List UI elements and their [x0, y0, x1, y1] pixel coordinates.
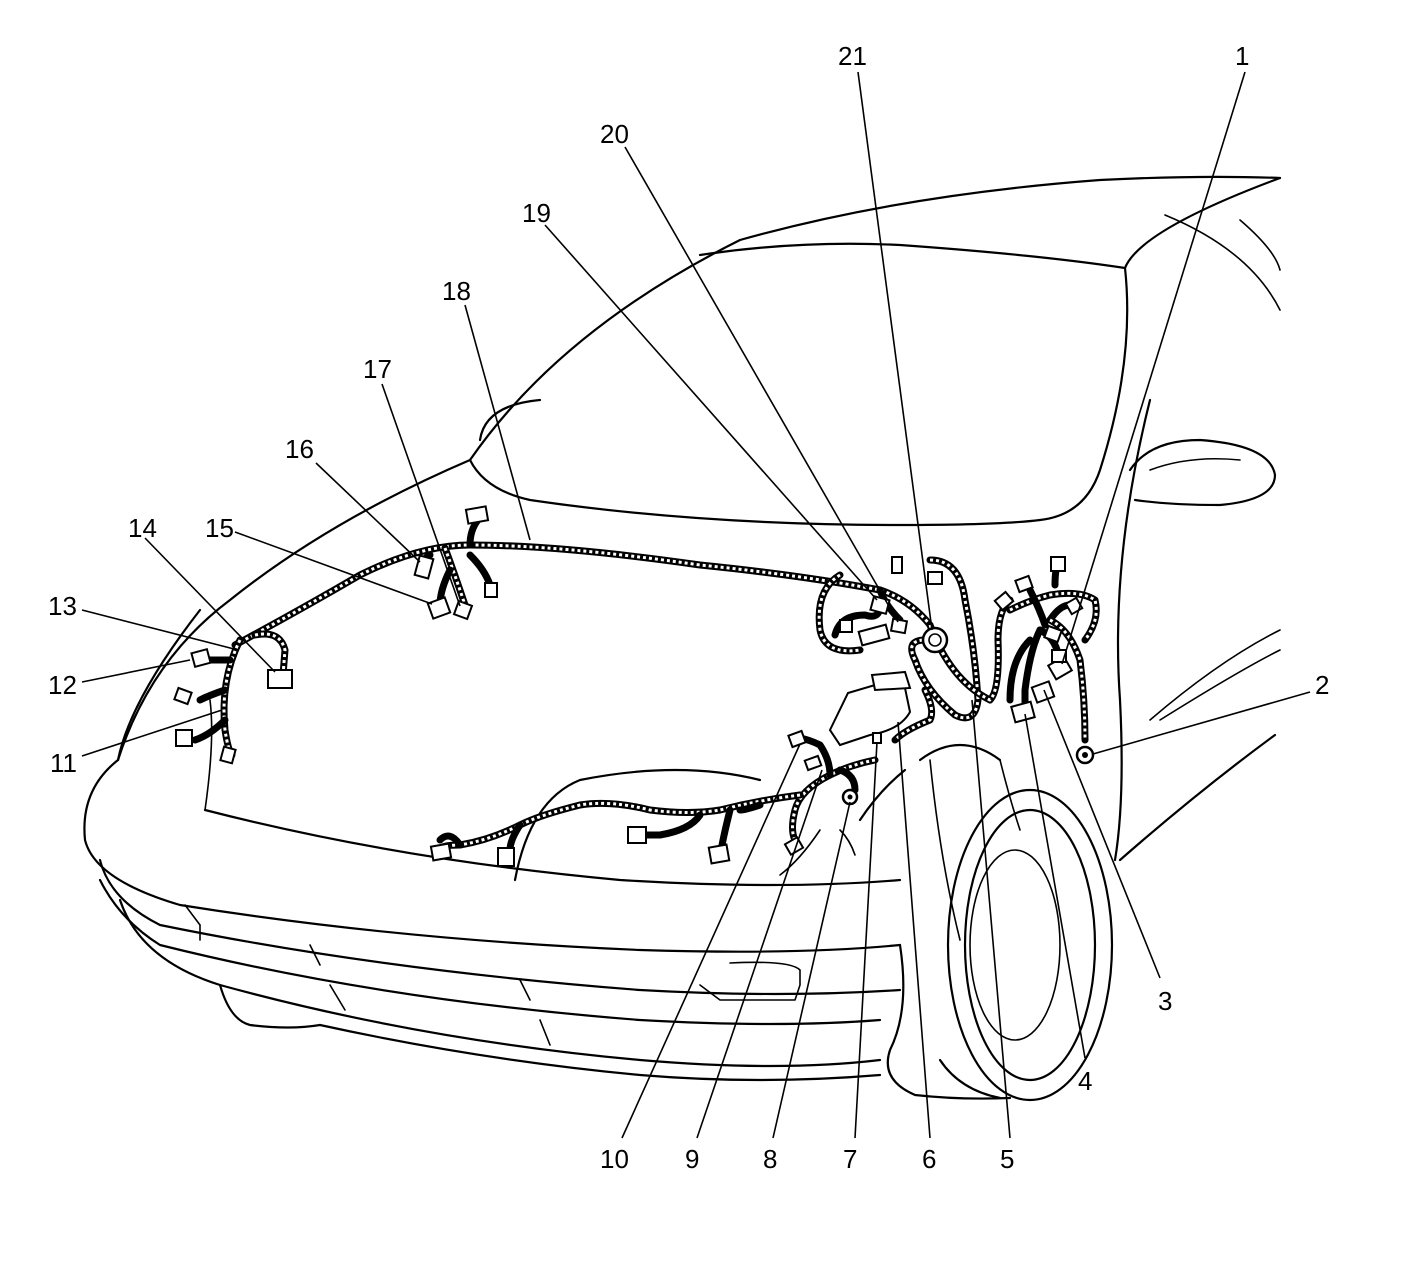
connector-right-c: [1050, 556, 1066, 572]
leader-11: [81, 709, 223, 757]
callout-8: 8: [763, 1144, 777, 1174]
callout-20: 20: [600, 119, 629, 149]
callout-18: 18: [442, 276, 471, 306]
leader-17: [381, 383, 461, 607]
callout-6: 6: [922, 1144, 936, 1174]
callout-labels: 1 2 3 4 5 6 7 8 9 10 11 12 13 14 15 16 1…: [48, 41, 1329, 1174]
connector-14: [267, 669, 293, 689]
leader-14: [144, 537, 276, 673]
leader-1: [1061, 71, 1246, 665]
leader-8: [772, 801, 851, 1139]
callout-16: 16: [285, 434, 314, 464]
connector-right-a: [1014, 574, 1034, 594]
callout-17: 17: [363, 354, 392, 384]
connector-15: [426, 596, 452, 620]
callout-12: 12: [48, 670, 77, 700]
connector-19: [869, 594, 891, 616]
callout-15: 15: [205, 513, 234, 543]
callout-4: 4: [1078, 1066, 1092, 1096]
leader-21: [857, 71, 933, 631]
connector-right-b: [993, 590, 1015, 612]
connector-top-cluster: [464, 505, 490, 525]
connectors: [173, 505, 1095, 867]
grommet-21: [921, 626, 949, 654]
callout-3: 3: [1158, 986, 1172, 1016]
connector-lower-a: [783, 835, 805, 857]
callout-9: 9: [685, 1144, 699, 1174]
connector-top-left: [891, 556, 903, 574]
connector-headlamp-lower: [175, 729, 193, 747]
vehicle-outline: [83, 175, 1282, 1102]
leader-15: [234, 531, 433, 605]
callout-11: 11: [50, 748, 77, 778]
connector-small-a: [839, 619, 853, 633]
callout-19: 19: [522, 198, 551, 228]
leader-9: [696, 769, 823, 1139]
connector-right-f: [1051, 649, 1067, 663]
leader-4: [1024, 713, 1086, 1059]
connector-side-lamp: [219, 745, 237, 765]
connector-10: [787, 729, 807, 749]
connector-front-d: [429, 842, 453, 862]
callout-14: 14: [128, 513, 157, 543]
connector-front-c: [497, 847, 515, 867]
leader-5: [971, 699, 1011, 1139]
leader-13: [81, 609, 239, 651]
leader-18: [464, 304, 531, 541]
leader-6: [897, 721, 931, 1139]
connector-4: [1010, 700, 1036, 724]
connector-20: [889, 617, 909, 635]
leader-7: [854, 741, 878, 1139]
connector-12: [190, 647, 212, 669]
callout-7: 7: [843, 1144, 857, 1174]
wiring-harness: [191, 516, 1100, 854]
leader-12: [81, 659, 191, 683]
callout-1: 1: [1235, 41, 1249, 71]
connector-front-b: [707, 843, 731, 865]
connector-7: [872, 732, 882, 744]
connector-front-a: [627, 826, 647, 844]
connector-relay: [857, 623, 891, 647]
callout-5: 5: [1000, 1144, 1014, 1174]
connector-top-b: [927, 571, 943, 585]
connector-9: [803, 754, 823, 772]
leader-2: [1092, 691, 1311, 755]
leader-10: [621, 743, 801, 1139]
junction-block-6: [828, 683, 912, 747]
callout-10: 10: [600, 1144, 629, 1174]
callout-2: 2: [1315, 670, 1329, 700]
connector-3: [1030, 680, 1056, 704]
callout-13: 13: [48, 591, 77, 621]
callout-21: 21: [838, 41, 867, 71]
leader-19: [544, 224, 878, 601]
leader-20: [624, 146, 899, 623]
leader-lines: [81, 71, 1311, 1139]
leader-3: [1043, 689, 1161, 979]
leader-16: [315, 462, 421, 563]
connector-17: [452, 599, 474, 621]
connector-right-e: [1043, 624, 1063, 644]
connector-headlamp-upper: [173, 686, 193, 706]
connector-cluster-right: [484, 582, 498, 598]
